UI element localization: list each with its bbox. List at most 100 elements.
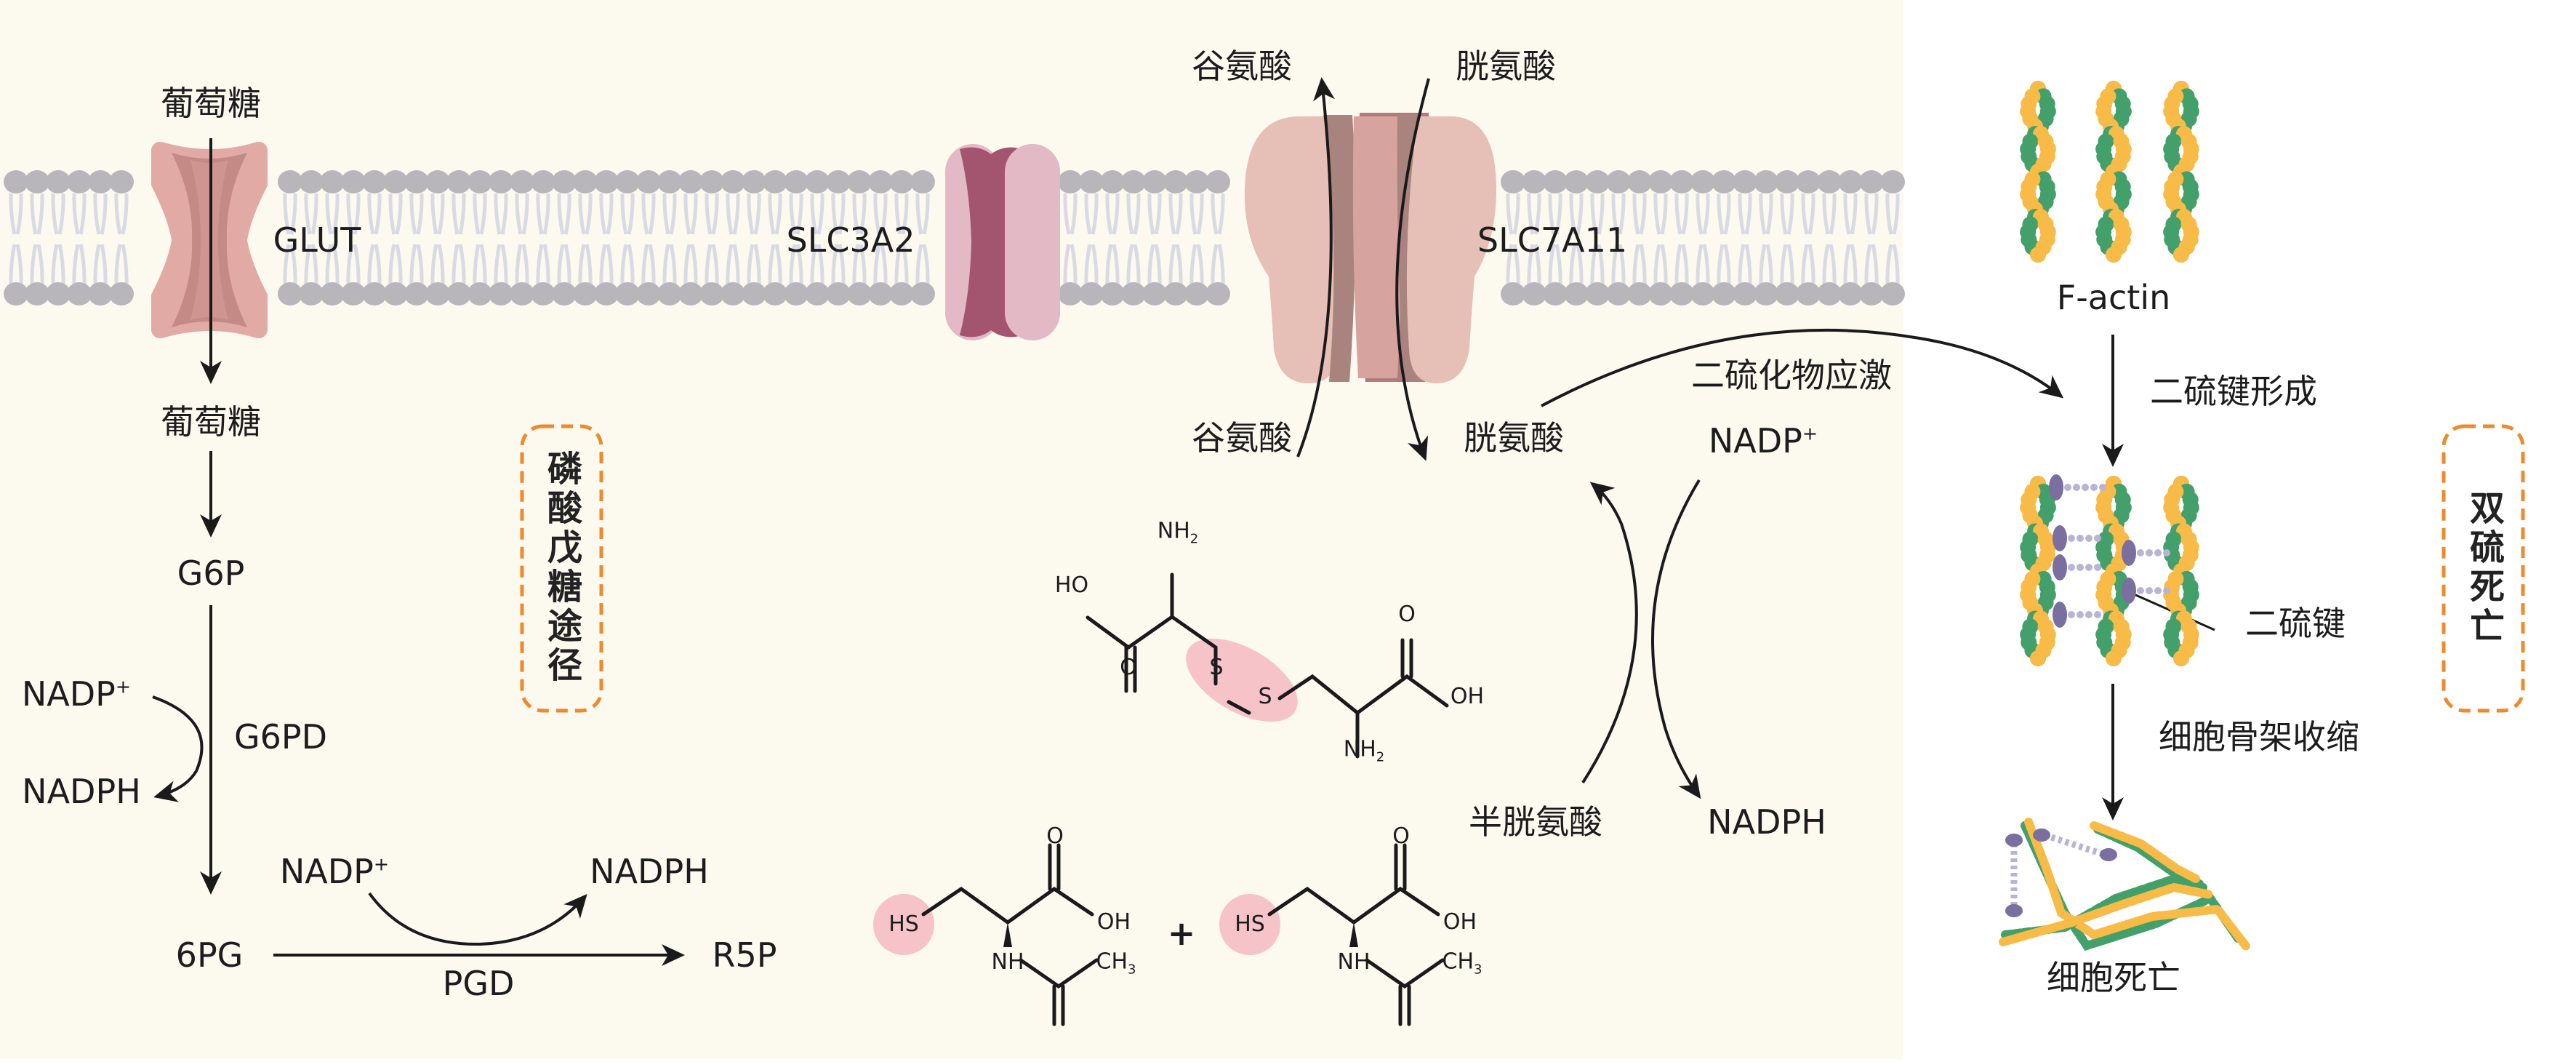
lipid-head — [1796, 170, 1821, 193]
lipid-tail — [838, 244, 846, 286]
nadp-left-label: NADP+ — [22, 677, 131, 711]
lipid-tail — [816, 193, 824, 235]
lipid-tail — [1717, 244, 1725, 286]
lipid-tail — [1759, 193, 1767, 235]
lipid-head — [1817, 170, 1842, 193]
lipid-head — [573, 282, 598, 306]
actin-monomer — [2106, 650, 2122, 666]
lipid-tail — [1660, 193, 1668, 235]
tangled-filament — [1999, 882, 2215, 946]
lipid-head — [383, 170, 408, 193]
arrow-nadp-to-nadph-mid — [368, 892, 587, 946]
lipid-tail — [774, 193, 782, 235]
lipid-tail — [1681, 244, 1689, 286]
lipid-tail — [100, 244, 108, 286]
lipid-head — [446, 170, 471, 193]
lipid-tail — [430, 193, 438, 235]
lipid-head — [88, 282, 113, 306]
lipid-tail — [1597, 193, 1605, 235]
lipid-tail — [452, 193, 460, 235]
lipid-tail — [304, 244, 312, 286]
lipid-tail — [1133, 244, 1141, 286]
disulfide-bridge — [2049, 474, 2106, 500]
actin-monomer — [2173, 247, 2189, 263]
lipid-tail — [1084, 193, 1092, 235]
glucose-intracellular-label: 葡萄糖 — [161, 402, 261, 442]
lipid-head — [1817, 282, 1842, 306]
lipid-head — [25, 282, 49, 306]
lipid-head — [1543, 170, 1568, 193]
lipid-tail — [774, 244, 782, 286]
lipid-tail — [1850, 244, 1858, 286]
tangled-disulfide-links — [2005, 829, 2117, 917]
lipid-tail — [810, 193, 818, 235]
lipid-tail — [669, 193, 677, 235]
lipid-tail — [838, 193, 846, 235]
lipid-tail — [641, 244, 649, 286]
lipid-tail — [1843, 193, 1851, 235]
lipid-head — [341, 282, 366, 306]
lipid-head — [1859, 282, 1884, 306]
disulfidptosis-box — [2441, 424, 2525, 713]
lipid-tail — [648, 244, 656, 286]
lipid-tail — [1786, 193, 1794, 235]
lipid-tail — [437, 193, 445, 235]
disulfide-bridge — [2122, 578, 2170, 604]
arrow-nadp-to-nadph-right — [1651, 479, 1701, 799]
lipid-head — [699, 170, 724, 193]
lipid-head — [67, 170, 92, 193]
lipid-tail — [536, 244, 544, 286]
lipid-tail — [1533, 193, 1541, 235]
cysteine-structure-a — [873, 843, 1099, 1026]
lipid-head — [552, 282, 577, 306]
lipid-head — [1121, 282, 1146, 306]
lipid-tail — [1126, 244, 1134, 286]
lipid-tail — [795, 193, 803, 235]
arrow-cystine-import — [1395, 78, 1430, 461]
lipid-tail — [479, 193, 487, 235]
lipid-tail — [599, 244, 607, 286]
lipid-head — [1142, 282, 1167, 306]
lipid-tail — [1597, 244, 1605, 286]
lipid-head — [868, 170, 893, 193]
lipid-head — [489, 282, 513, 306]
lipid-tail — [831, 244, 839, 286]
lipid-tail — [1506, 244, 1514, 286]
lipid-head — [889, 282, 914, 306]
lipid-tail — [1147, 244, 1155, 286]
lipid-tail — [726, 193, 734, 235]
cystine-nh2-bottom: NH2 — [1344, 738, 1384, 764]
lipid-tail — [30, 244, 38, 286]
cysteine-a-hs: HS — [888, 911, 919, 937]
lipid-head — [1859, 170, 1884, 193]
lipid-tail — [1765, 244, 1773, 286]
bond-formation-label: 二硫键形成 — [2150, 372, 2317, 411]
lipid-tail — [1653, 244, 1661, 286]
lipid-tail — [1723, 244, 1731, 286]
lipid-head — [1079, 170, 1104, 193]
cystine-structure — [1086, 572, 1449, 759]
lipid-tail — [1576, 193, 1584, 235]
lipid-tail — [57, 244, 65, 286]
lipid-head — [805, 170, 830, 193]
lipid-tail — [353, 193, 361, 235]
lipid-head — [510, 170, 534, 193]
lipid-tail — [367, 193, 375, 235]
lipid-tail — [1674, 244, 1682, 286]
lipid-tail — [473, 193, 481, 235]
lipid-head — [847, 282, 872, 306]
cell-death-label: 细胞死亡 — [2047, 958, 2180, 997]
slc7a11-transporter — [1244, 113, 1496, 383]
disulfide-stress-label: 二硫化物应激 — [1691, 356, 1892, 395]
lipid-head — [784, 282, 808, 306]
cysteine-b-hs: HS — [1235, 911, 1265, 937]
lipid-tail — [388, 193, 396, 235]
lipid-head — [1712, 282, 1736, 306]
lipid-head — [362, 170, 387, 193]
lipid-head — [1838, 170, 1863, 193]
actin-monomer — [2173, 650, 2189, 666]
lipid-tail — [768, 244, 776, 286]
lipid-tail — [36, 244, 44, 286]
lipid-tail — [1084, 244, 1092, 286]
